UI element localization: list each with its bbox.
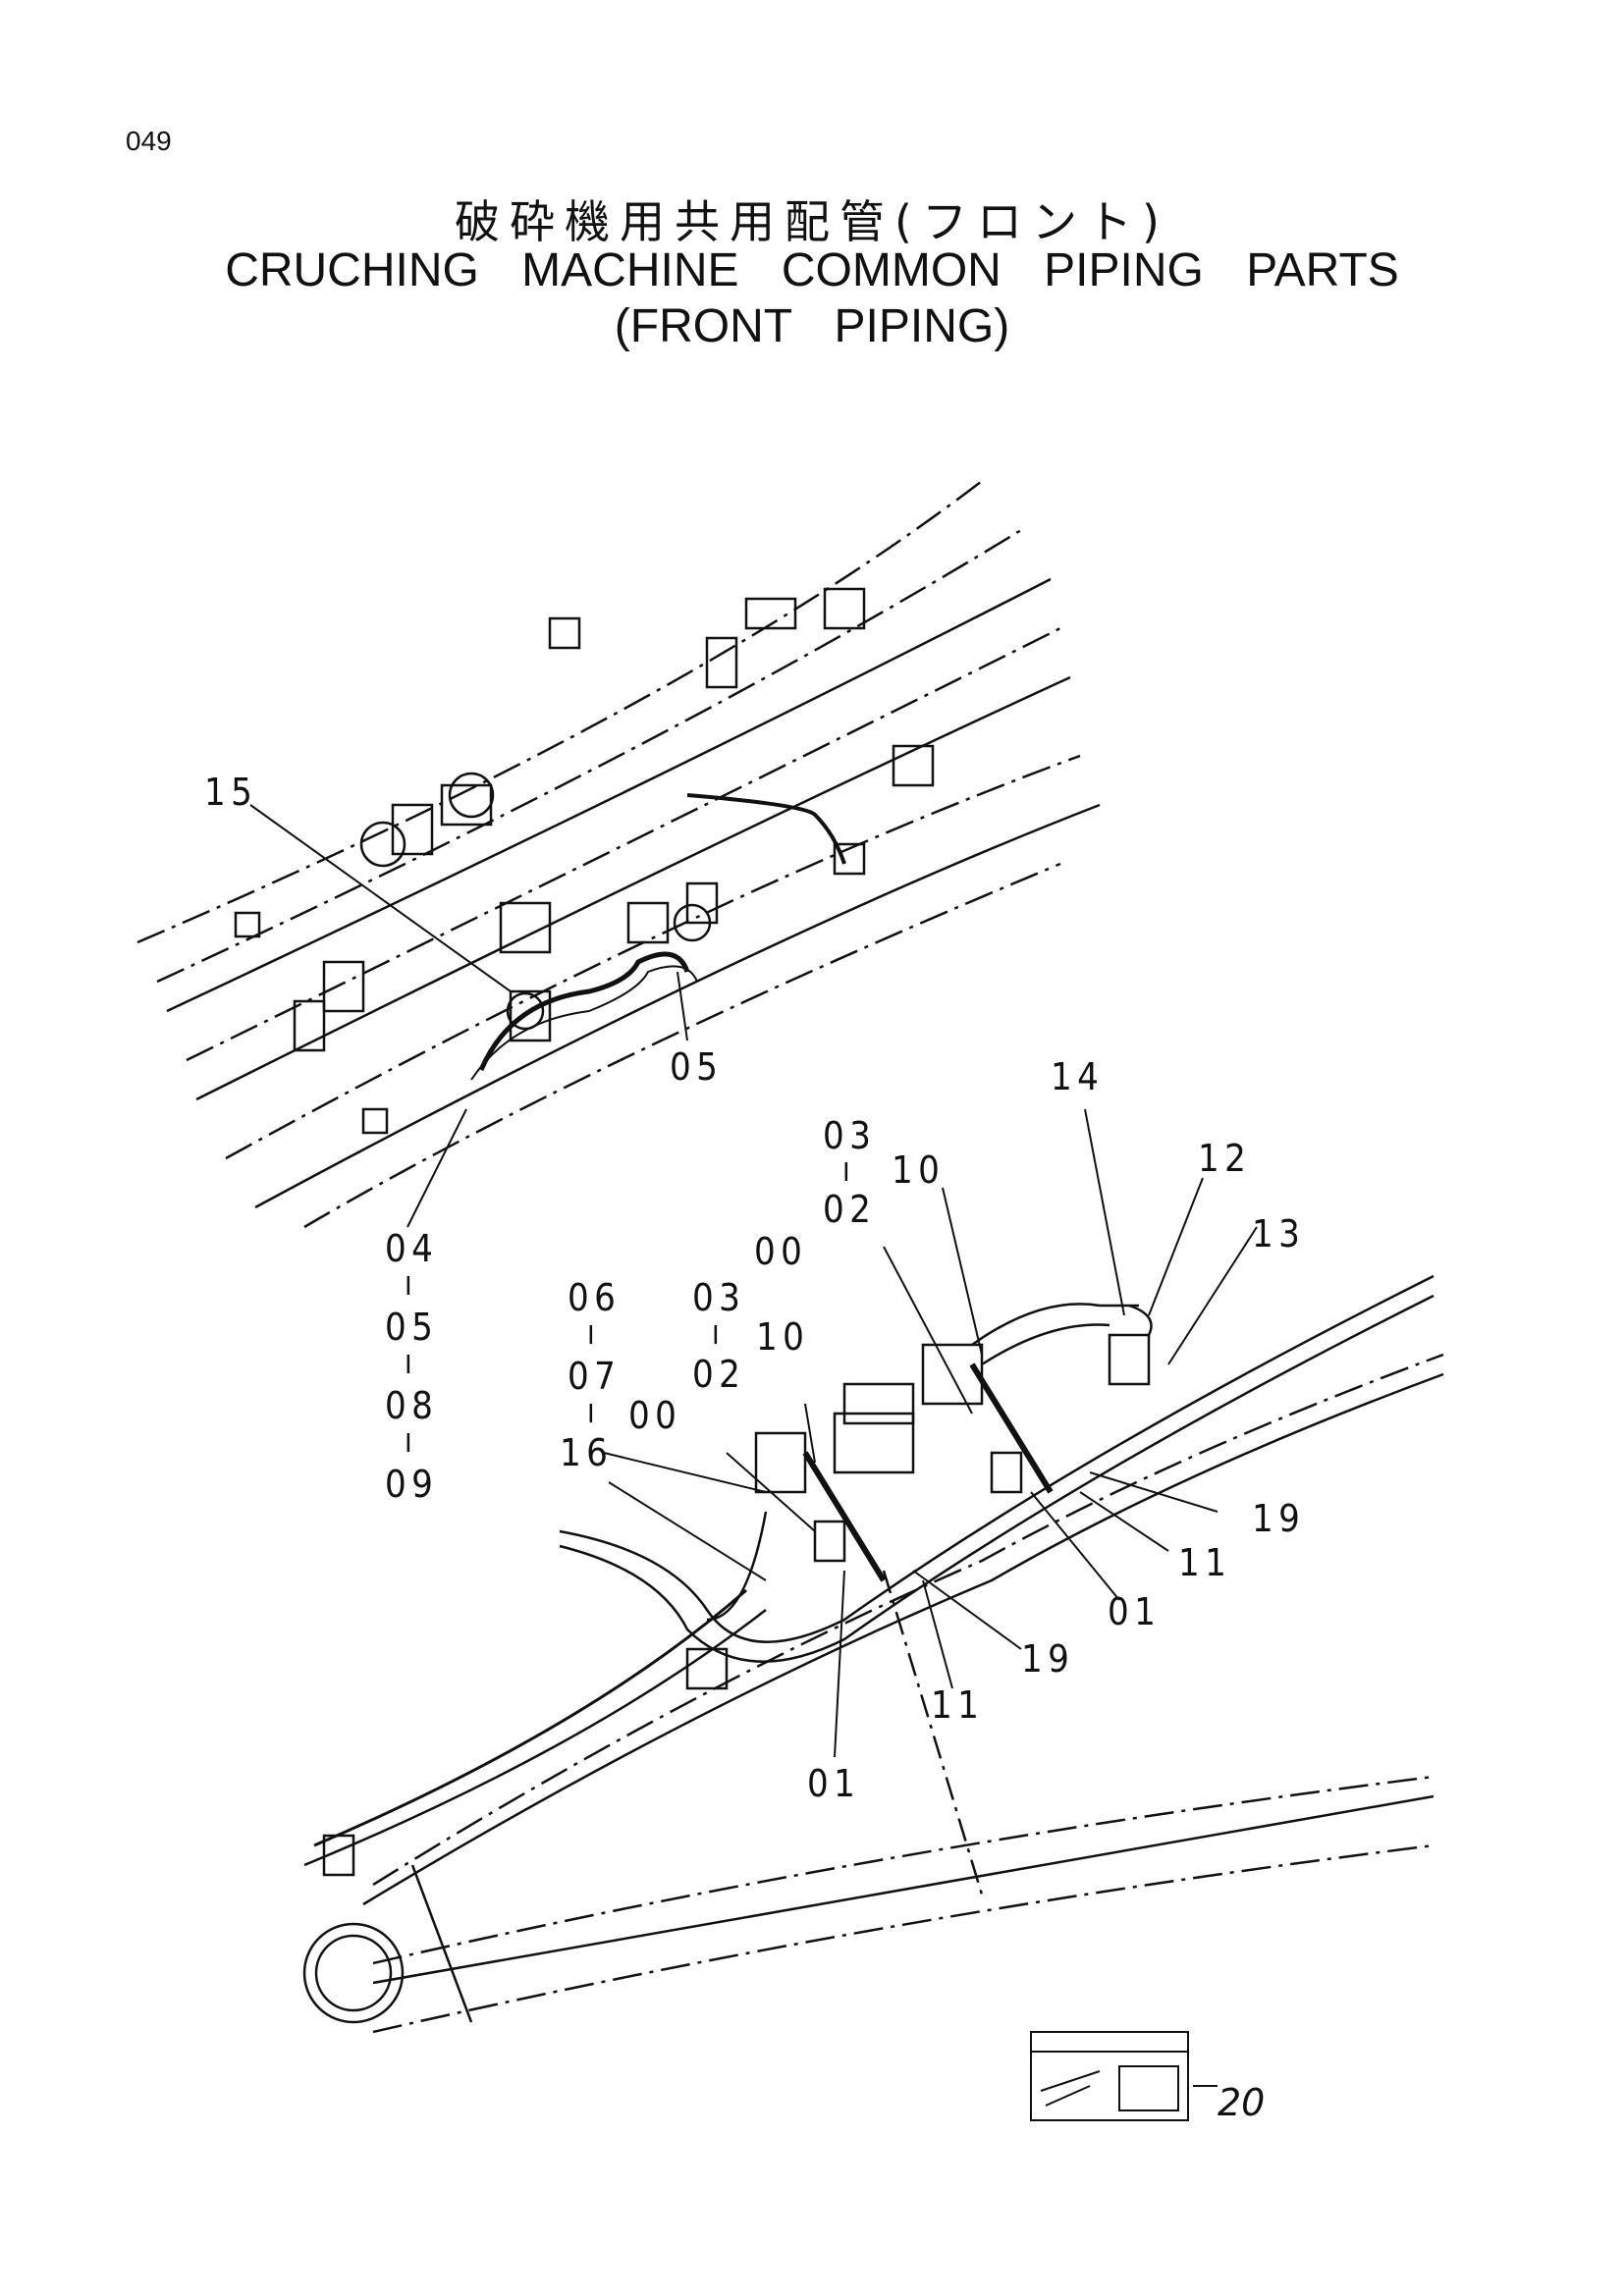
- callout-00-lower: 00: [628, 1394, 682, 1437]
- callout-14: 14: [1051, 1055, 1105, 1098]
- callout-12: 12: [1198, 1137, 1252, 1180]
- callout-20: 20: [1218, 2081, 1266, 2124]
- lower-boom-outline: [303, 1274, 1444, 2034]
- callout-10-lower: 10: [756, 1315, 810, 1359]
- page-number: 049: [126, 126, 172, 156]
- title-english-line2: (FRONT PIPING): [614, 300, 1010, 352]
- decal-plate: [1030, 2031, 1218, 2121]
- callout-01-right: 01: [1108, 1590, 1162, 1633]
- boom-pin: [302, 1922, 405, 2024]
- lower-valves: [322, 1303, 1153, 1877]
- upper-boom-outline: [136, 480, 1101, 1229]
- callout-05-lower: 05: [385, 1306, 439, 1349]
- callout-06: 06: [568, 1276, 622, 1319]
- callout-09: 09: [385, 1463, 439, 1506]
- callout-13: 13: [1252, 1212, 1306, 1255]
- title-english-line1: CRUCHING MACHINE COMMON PIPING PARTS: [225, 244, 1399, 296]
- callout-04: 04: [385, 1227, 439, 1270]
- leader-lines: [249, 804, 1258, 1758]
- callout-19-lower: 19: [1021, 1637, 1075, 1681]
- callout-11-lower: 11: [931, 1683, 985, 1727]
- callout-01-lower: 01: [807, 1762, 861, 1805]
- callout-08: 08: [385, 1384, 439, 1427]
- callout-05-upper: 05: [670, 1045, 724, 1089]
- callout-00-upper: 00: [754, 1230, 808, 1273]
- upper-bend-pipe: [686, 793, 846, 865]
- callout-02-upper: 02: [823, 1188, 877, 1231]
- callout-16: 16: [560, 1431, 614, 1474]
- callout-03-lower: 03: [692, 1276, 746, 1319]
- callout-03-upper: 03: [823, 1114, 877, 1157]
- callout-11-right: 11: [1178, 1541, 1232, 1584]
- title-japanese: 破砕機用共用配管(フロント): [455, 195, 1169, 248]
- callout-15: 15: [204, 771, 258, 814]
- callout-19-right: 19: [1252, 1497, 1306, 1540]
- callout-07: 07: [568, 1355, 622, 1398]
- callout-10-upper: 10: [892, 1148, 946, 1192]
- upper-clamps: [234, 587, 935, 1135]
- callout-02-lower: 02: [692, 1353, 746, 1396]
